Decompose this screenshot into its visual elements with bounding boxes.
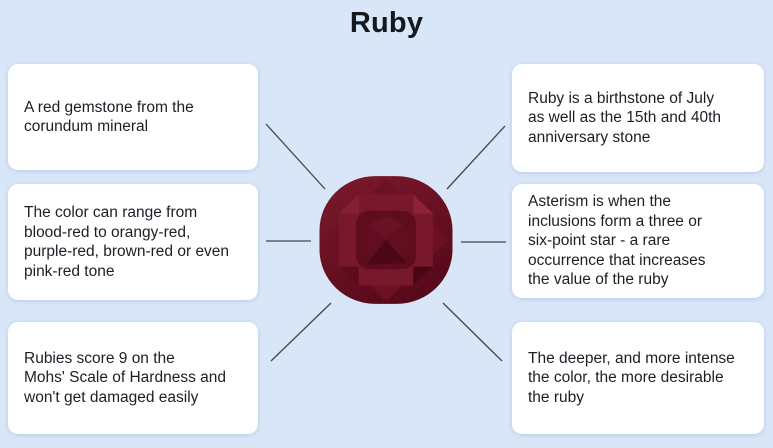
connector-line-bottom-left [270,302,332,362]
gem-table-facet [355,210,417,270]
fact-card-text: The deeper, and more intense the color, … [528,349,735,406]
fact-card-color-range: The color can range from blood-red to or… [8,184,258,300]
fact-card-color-intensity: The deeper, and more intense the color, … [512,322,764,434]
gem-facet-shadow [413,266,433,286]
fact-card-asterism: Asterism is when the inclusions form a t… [512,184,764,298]
fact-card-text: Asterism is when the inclusions form a t… [528,193,706,289]
gem-facet-highlight [339,194,359,214]
fact-card-corundum: A red gemstone from the corundum mineral [8,64,258,170]
fact-card-text: A red gemstone from the corundum mineral [24,98,194,136]
gem-facet-shadow [339,266,359,286]
gem-facet-highlight [413,194,433,214]
gem-table-shadow [366,240,407,265]
fact-card-hardness: Rubies score 9 on the Mohs' Scale of Har… [8,322,258,434]
page-title: Ruby [349,7,424,39]
gem-table-facet [367,216,405,239]
connector-line-bottom-right [442,302,503,362]
ruby-gem-icon [319,176,453,304]
fact-card-birthstone: Ruby is a birthstone of July as well as … [512,64,764,172]
fact-card-text: Rubies score 9 on the Mohs' Scale of Har… [24,349,226,406]
fact-card-text: The color can range from blood-red to or… [24,204,230,280]
fact-card-text: Ruby is a birthstone of July as well as … [528,89,722,146]
